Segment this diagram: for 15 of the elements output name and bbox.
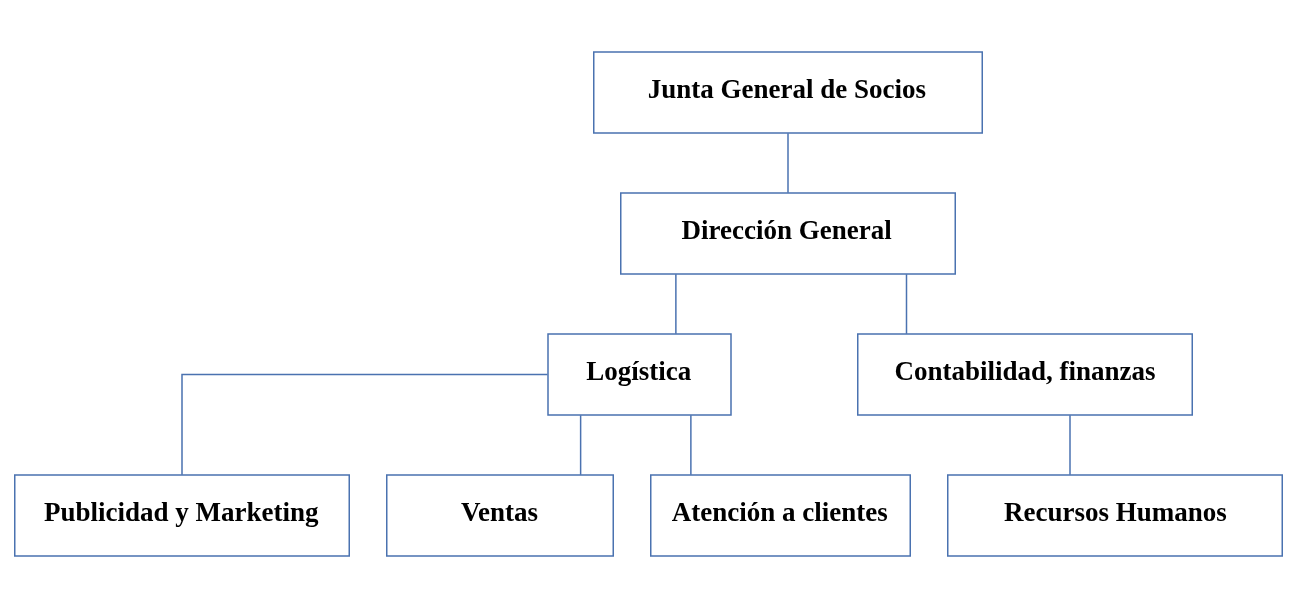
node-box: Junta General de Socios [593,50,983,134]
connector [787,132,789,194]
connector [1069,414,1071,476]
node-box: Dirección General [620,191,956,275]
connector [690,414,692,476]
node-box: Publicidad y Marketing [14,473,350,557]
connector [905,273,908,335]
connector [675,273,677,335]
node-box: Recursos Humanos [947,473,1283,557]
connector [181,373,549,475]
connector [579,414,582,476]
node-box: Ventas [386,473,614,557]
node-box: Contabilidad, finanzas [857,332,1193,416]
node-box: Logística [547,332,732,416]
node-box: Atención a clientes [650,473,911,557]
